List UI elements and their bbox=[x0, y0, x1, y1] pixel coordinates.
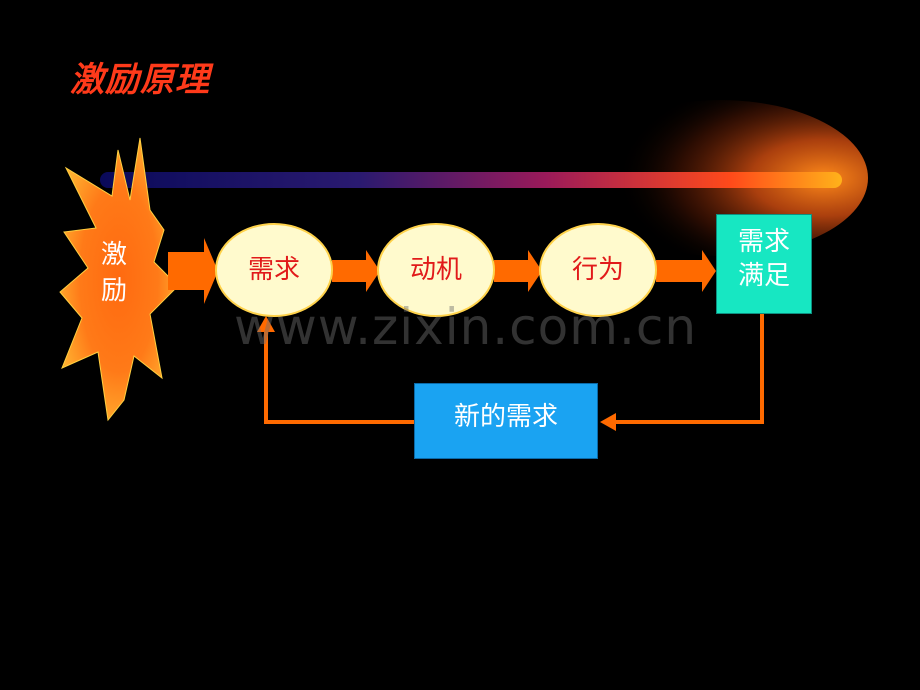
watermark: www.zixin.com.cn bbox=[234, 298, 698, 356]
node-motive-label: 动机 bbox=[409, 255, 462, 285]
node-need bbox=[215, 223, 333, 317]
stimulus-label-line2: 励 bbox=[100, 276, 127, 306]
satisfied-label-line2: 满足 bbox=[737, 261, 790, 291]
node-behavior bbox=[539, 223, 657, 317]
satisfied-box: 需求 满足 bbox=[716, 214, 812, 314]
new-need-box: 新的需求 bbox=[414, 383, 598, 459]
connector-satisfied-to-new-need bbox=[614, 314, 764, 424]
node-behavior-label: 行为 bbox=[571, 255, 624, 285]
arrow-motive-to-behavior bbox=[494, 250, 542, 292]
arrowhead-into-new-need bbox=[600, 413, 616, 431]
arrow-behavior-to-satisfied bbox=[656, 250, 716, 292]
stimulus-label-line1: 激 bbox=[100, 240, 127, 270]
node-motive bbox=[377, 223, 495, 317]
comet-beam bbox=[100, 172, 842, 188]
page-title: 激励原理 bbox=[70, 60, 210, 100]
arrowhead-into-need bbox=[257, 316, 275, 332]
connector-new-need-to-need bbox=[264, 330, 414, 424]
node-need-label: 需求 bbox=[247, 255, 300, 285]
stimulus-starburst bbox=[59, 137, 179, 422]
arrow-need-to-motive bbox=[332, 250, 380, 292]
arrow-stimulus-to-need bbox=[168, 238, 218, 304]
satisfied-label-line1: 需求 bbox=[737, 227, 790, 257]
